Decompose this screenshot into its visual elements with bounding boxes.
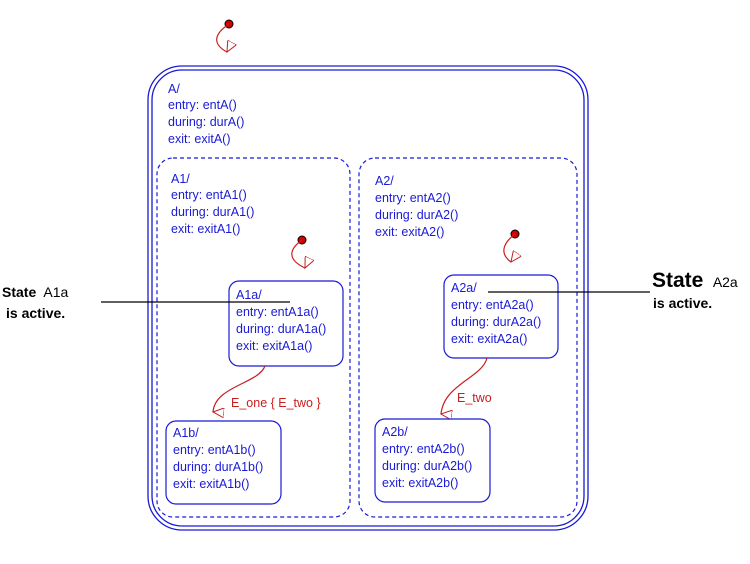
state-A[interactable]: A/ entry: entA() during: durA() exit: ex… xyxy=(147,65,589,531)
state-A1-entry: entry: entA1() xyxy=(171,188,247,202)
state-A2b-during: during: durA2b() xyxy=(382,459,472,473)
state-A1b-exit: exit: exitA1b() xyxy=(173,477,249,491)
state-A2[interactable]: A2/ entry: entA2() during: durA2() exit:… xyxy=(358,157,578,518)
state-A1b[interactable]: A1b/ entry: entA1b() during: durA1b() ex… xyxy=(165,420,282,505)
default-arrow-A2a xyxy=(503,233,515,262)
state-A1b-entry: entry: entA1b() xyxy=(173,443,256,457)
state-A2b-border xyxy=(374,418,491,503)
transition-arrow-A1a-A1b xyxy=(213,365,266,412)
state-A1a[interactable]: A1a/ entry: entA1a() during: durA1a() ex… xyxy=(228,280,344,367)
default-arrow-A1a xyxy=(291,239,305,268)
state-A2a-exit: exit: exitA2a() xyxy=(451,332,527,346)
state-A1[interactable]: A1/ entry: entA1() during: durA1() exit:… xyxy=(156,157,351,518)
state-A2a[interactable]: A2a/ entry: entA2a() during: durA2a() ex… xyxy=(443,274,559,359)
state-A2-name: A2/ xyxy=(375,174,394,188)
state-A2-border xyxy=(358,157,578,518)
transition-label-A2a-A2b: E_two xyxy=(457,391,492,405)
annotation-right: State A2a is active. xyxy=(488,269,738,311)
state-A2b-entry: entry: entA2b() xyxy=(382,442,465,456)
state-A1b-border xyxy=(165,420,282,505)
annotation-left-word: State xyxy=(2,284,36,300)
transition-arrow-A2a-A2b xyxy=(441,357,488,414)
state-A2a-name: A2a/ xyxy=(451,281,477,295)
transition-A2a-to-A2b[interactable]: E_two xyxy=(441,357,492,414)
state-A2a-during: during: durA2a() xyxy=(451,315,541,329)
state-A1-name: A1/ xyxy=(171,172,190,186)
state-A2a-border xyxy=(443,274,559,359)
state-A-name: A/ xyxy=(168,82,180,96)
default-transition-A1a[interactable] xyxy=(291,235,306,268)
state-A-during: during: durA() xyxy=(168,115,244,129)
annotation-right-line2: is active. xyxy=(653,295,712,311)
state-A1b-during: during: durA1b() xyxy=(173,460,263,474)
state-A1-exit: exit: exitA1() xyxy=(171,222,240,236)
annotation-right-line1: State A2a xyxy=(652,269,738,292)
annotation-left: State A1a is active. xyxy=(2,284,290,321)
annotation-left-line1: State A1a xyxy=(2,284,68,300)
state-A2-during: during: durA2() xyxy=(375,208,458,222)
annotation-left-line2: is active. xyxy=(6,305,65,321)
state-A1a-during: during: durA1a() xyxy=(236,322,326,336)
transition-A1a-to-A1b[interactable]: E_one { E_two } xyxy=(213,365,321,412)
state-A2-entry: entry: entA2() xyxy=(375,191,451,205)
state-A2b[interactable]: A2b/ entry: entA2b() during: durA2b() ex… xyxy=(374,418,491,503)
annotation-left-state: A1a xyxy=(43,284,68,300)
annotation-right-word: State xyxy=(652,269,703,292)
state-A1a-exit: exit: exitA1a() xyxy=(236,339,312,353)
state-A1a-name: A1a/ xyxy=(236,288,262,302)
default-arrow-A xyxy=(216,23,229,52)
state-A-exit: exit: exitA() xyxy=(168,132,231,146)
state-A-outer-border xyxy=(147,65,589,531)
state-A2a-entry: entry: entA2a() xyxy=(451,298,534,312)
annotation-right-state: A2a xyxy=(713,274,738,290)
state-A-entry: entry: entA() xyxy=(168,98,237,112)
default-transition-A2a[interactable] xyxy=(503,229,519,262)
state-A1b-name: A1b/ xyxy=(173,426,199,440)
state-A1-border xyxy=(156,157,351,518)
state-A2b-name: A2b/ xyxy=(382,425,408,439)
state-A2-exit: exit: exitA2() xyxy=(375,225,444,239)
state-A1a-entry: entry: entA1a() xyxy=(236,305,319,319)
state-A1-during: during: durA1() xyxy=(171,205,254,219)
transition-label-A1a-A1b: E_one { E_two } xyxy=(231,396,321,410)
state-A2b-exit: exit: exitA2b() xyxy=(382,476,458,490)
state-A-inner-border xyxy=(151,69,585,527)
default-transition-A[interactable] xyxy=(216,19,233,52)
